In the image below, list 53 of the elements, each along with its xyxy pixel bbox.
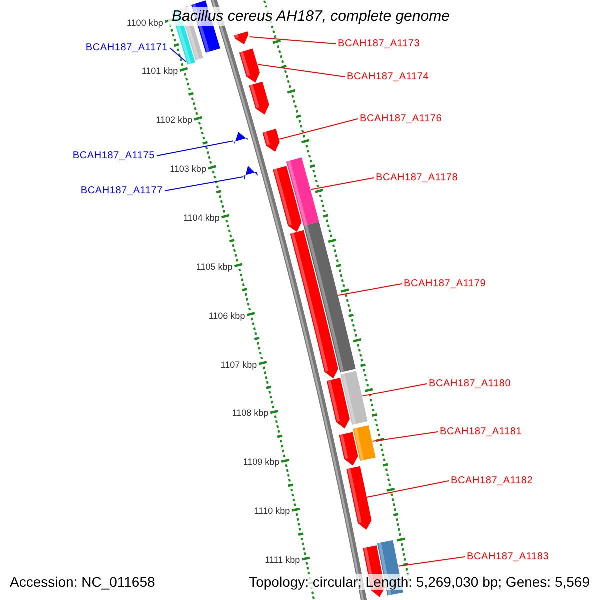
leader-line xyxy=(338,284,402,296)
position-label: 1103 kbp xyxy=(170,164,206,174)
position-label: 1105 kbp xyxy=(196,262,233,272)
leader-line xyxy=(398,556,466,567)
leader-line xyxy=(372,432,438,442)
leader-line xyxy=(366,480,450,498)
accession-text: Accession: NC_011658 xyxy=(8,574,158,590)
position-label: 1100 kbp xyxy=(126,17,164,28)
gene-label: BCAH187_A1173 xyxy=(338,38,420,50)
position-label: 1109 kbp xyxy=(243,457,280,468)
leader-line xyxy=(279,118,358,140)
gene-feature xyxy=(346,466,372,530)
gene-label: BCAH187_A1175 xyxy=(72,150,155,162)
leader-line xyxy=(310,178,374,190)
gene-feature xyxy=(353,426,376,462)
gene-feature xyxy=(239,48,260,83)
leader-line xyxy=(170,48,187,63)
position-label: 1110 kbp xyxy=(254,506,290,516)
gene-feature xyxy=(340,371,368,425)
genome-info-text: Topology: circular; Length: 5,269,030 bp; Genes: 5,569 xyxy=(247,574,592,590)
gene-feature xyxy=(286,158,320,226)
gene-label: BCAH187_A1178 xyxy=(376,172,458,184)
gene-label: BCAH187_A1180 xyxy=(429,378,512,390)
gene-label: BCAH187_A1176 xyxy=(360,113,442,125)
gene-feature xyxy=(234,132,248,144)
gene-label: BCAH187_A1182 xyxy=(451,475,534,487)
position-label: 1108 kbp xyxy=(232,408,269,419)
gene-feature xyxy=(234,32,249,45)
gene-label: BCAH187_A1183 xyxy=(467,551,550,563)
position-label: 1102 kbp xyxy=(156,115,193,126)
gene-label: BCAH187_A1179 xyxy=(404,278,486,290)
gene-label: BCAH187_A1177 xyxy=(80,185,163,197)
position-label: 1101 kbp xyxy=(142,66,178,77)
leader-line xyxy=(362,384,428,397)
position-label: 1107 kbp xyxy=(220,359,258,370)
gene-feature xyxy=(262,129,280,152)
leader-line xyxy=(164,176,244,192)
gene-feature xyxy=(273,166,302,232)
gene-feature xyxy=(326,378,350,429)
leader-line xyxy=(258,64,346,78)
gene-feature xyxy=(339,432,358,466)
gene-label: BCAH187_A1181 xyxy=(440,426,522,438)
position-label: 1111 kbp xyxy=(265,554,300,566)
gene-feature xyxy=(249,82,270,115)
gene-feature xyxy=(290,230,338,379)
position-label: 1106 kbp xyxy=(208,310,246,321)
gene-feature xyxy=(304,222,356,373)
leader-line xyxy=(249,36,336,44)
position-label: 1104 kbp xyxy=(183,212,220,224)
gene-feature xyxy=(244,166,258,180)
gene-label: BCAH187_A1174 xyxy=(347,71,430,83)
gene-label: BCAH187_A1171 xyxy=(86,42,168,54)
leader-line xyxy=(156,140,234,156)
